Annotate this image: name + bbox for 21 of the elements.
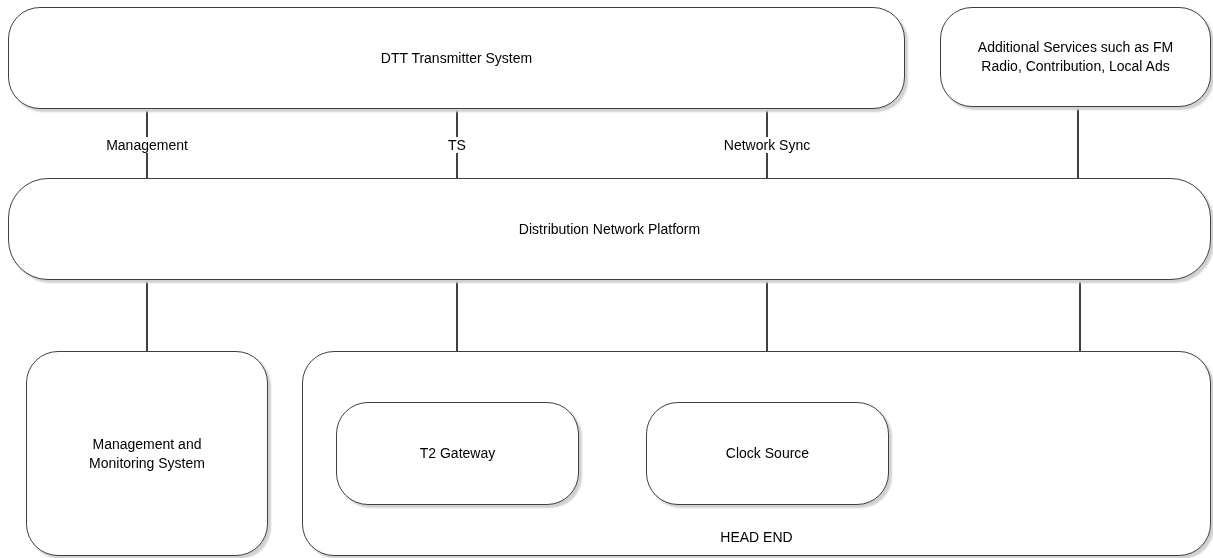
clock-source-box: [646, 402, 889, 505]
connector-line: [1077, 106, 1079, 179]
connector-line: [146, 279, 148, 352]
node-label: T2 Gateway: [419, 444, 496, 463]
platform-box: [8, 178, 1211, 280]
system-box: [26, 351, 268, 556]
node-label: DTT Transmitter System: [380, 48, 533, 68]
head-end-container: [302, 351, 1211, 556]
connector-line: [456, 108, 458, 179]
node-label: Management and Monitoring System: [88, 434, 206, 473]
edge-label: Network Sync: [721, 136, 813, 153]
gateway-box: [336, 402, 579, 505]
node-label: Distribution Network Platform: [518, 219, 701, 239]
node-label: Additional Services such as FM Radio, Contribution, Local Ads: [976, 38, 1175, 76]
connector-line: [1079, 279, 1081, 352]
edge-label: Management: [104, 136, 190, 153]
node-label: Clock Source: [725, 444, 810, 463]
service-box: [940, 7, 1211, 107]
system-box: [8, 7, 905, 109]
edge-label: TS: [446, 136, 468, 153]
node-label: HEAD END: [720, 528, 793, 547]
